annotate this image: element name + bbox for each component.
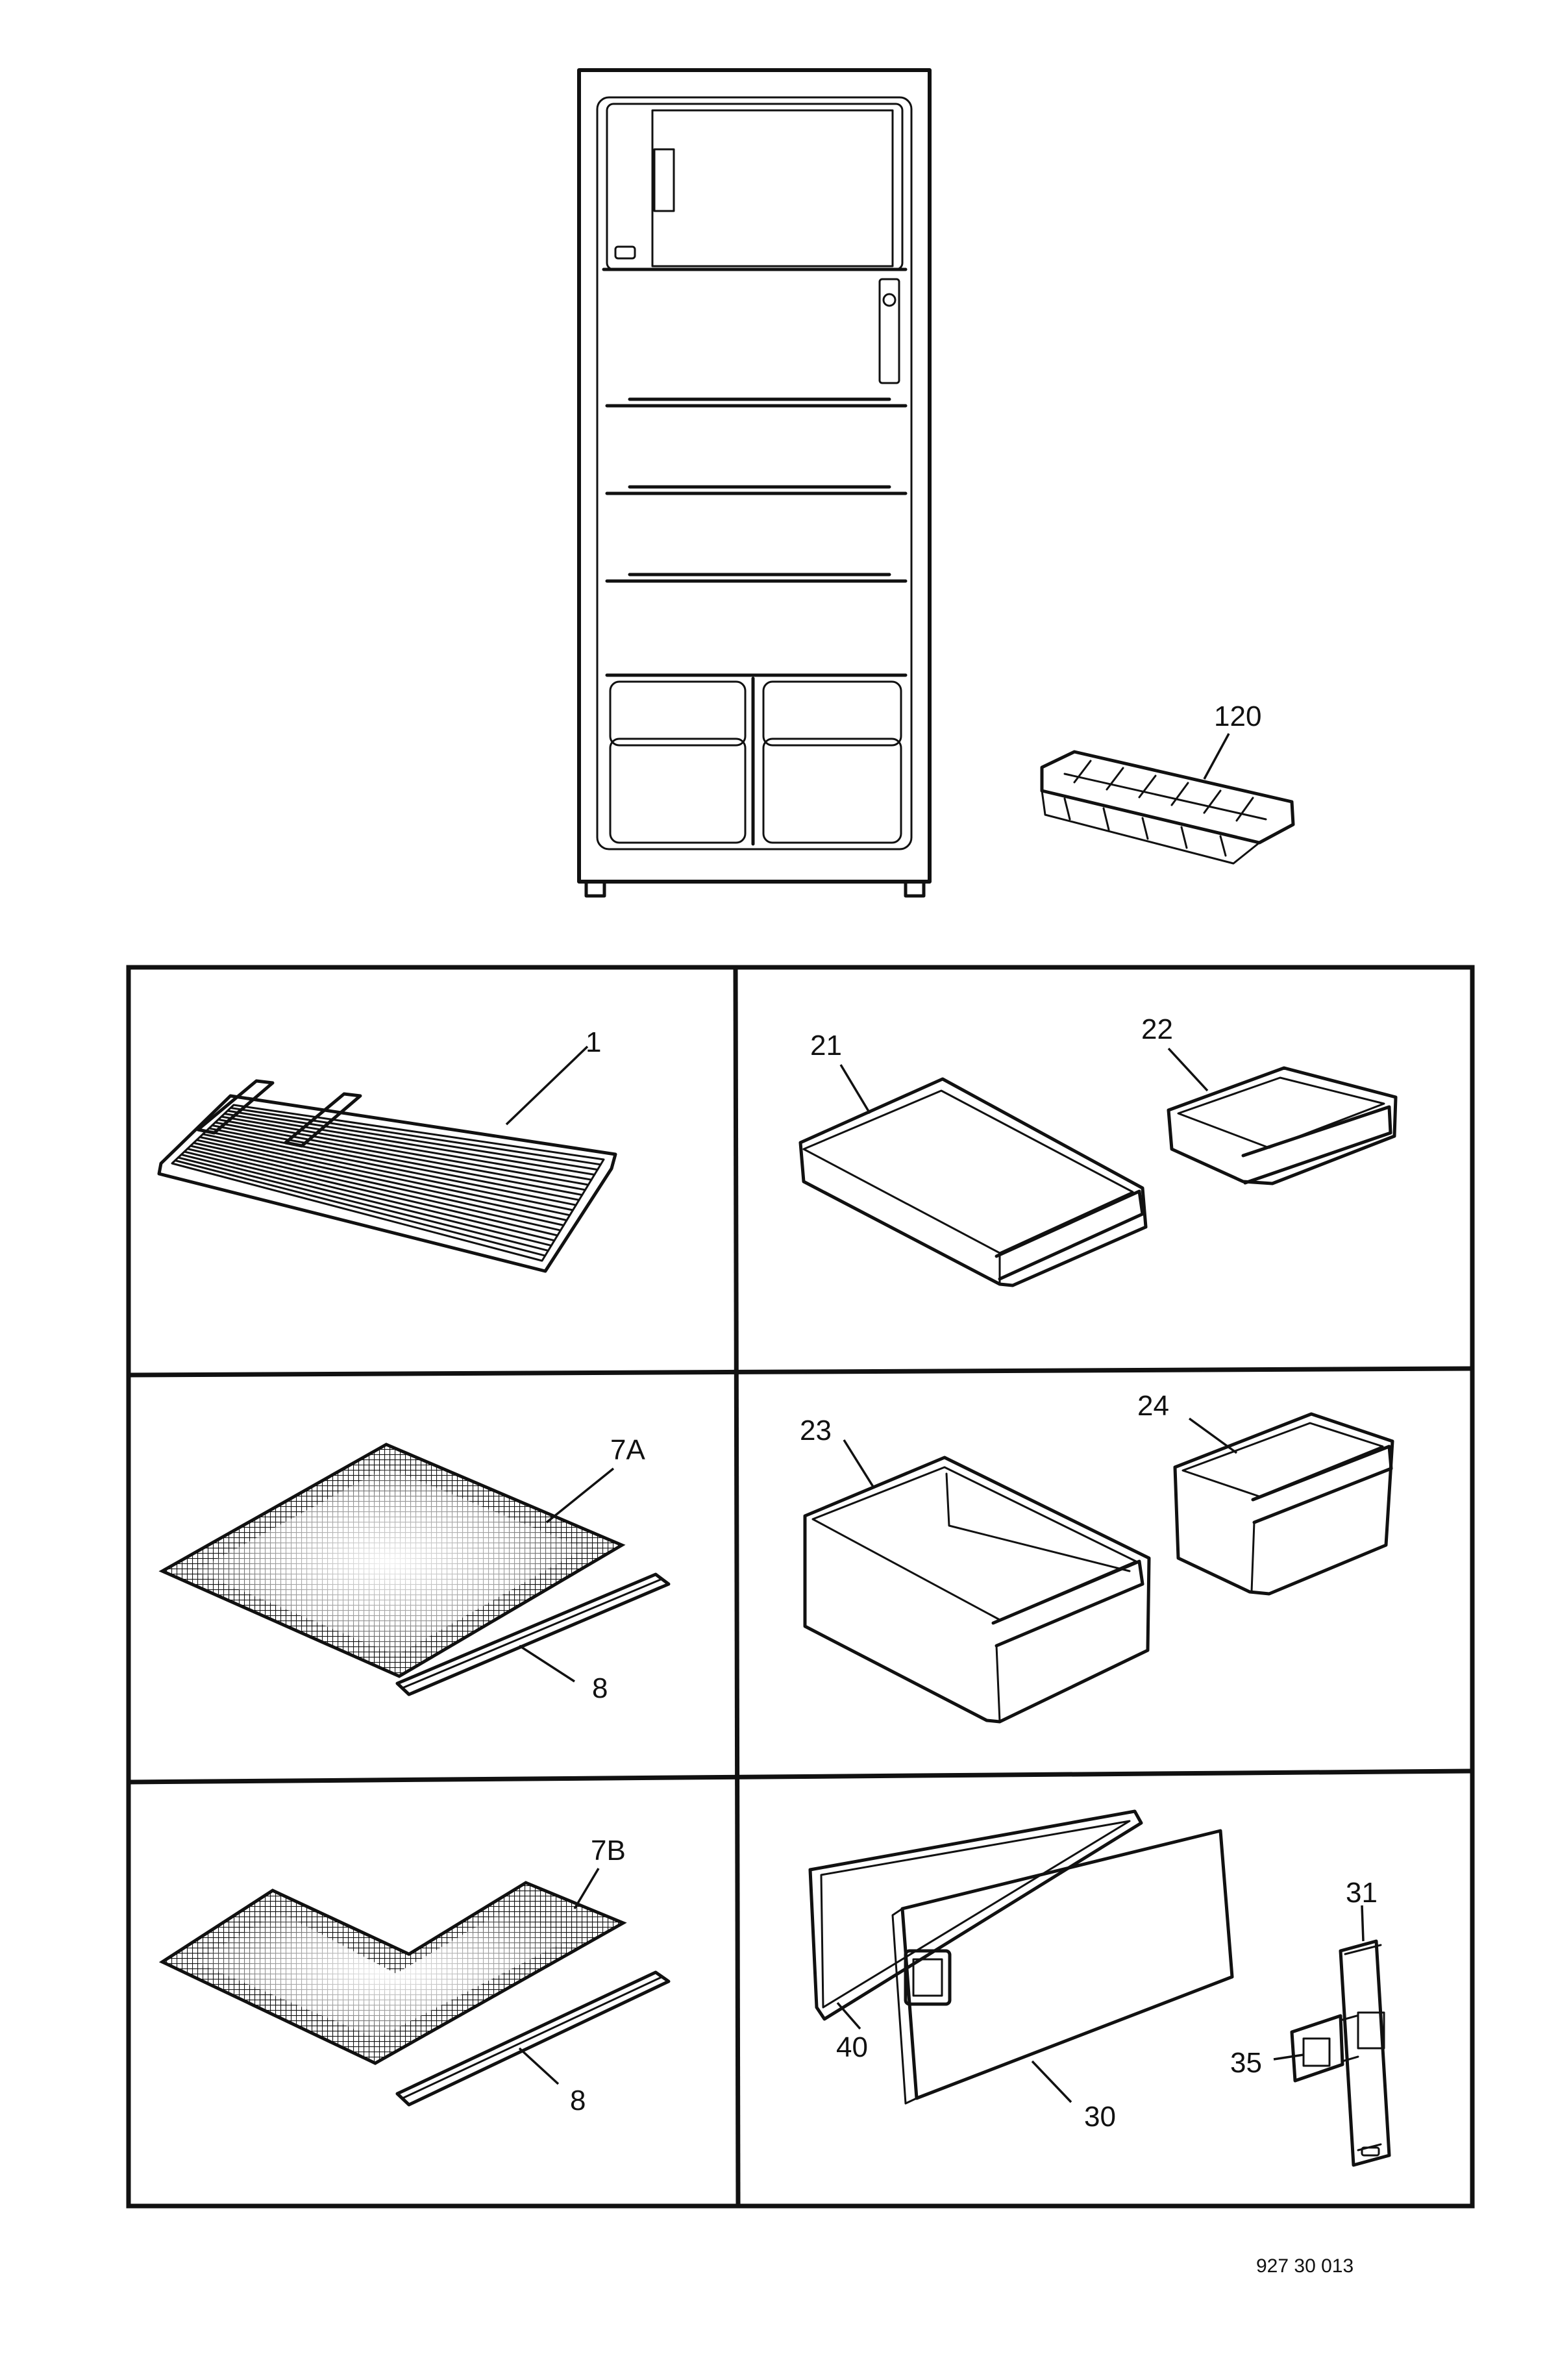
door-gasket [808,1809,1143,2021]
shelf-wire-rod [223,1113,596,1176]
ice-tray [1040,750,1295,865]
shelf-wire-rod [183,1150,556,1242]
label-8a: 8 [592,1672,608,1704]
glass-shelf-b-leader [573,1868,600,1909]
label-23: 23 [800,1415,832,1446]
drawer-small-top-leader [1167,1047,1209,1092]
label-31: 31 [1346,1877,1378,1909]
shelf-wire-rod [202,1133,574,1211]
crisper-large [803,1456,1151,1724]
label-30: 30 [1084,2101,1116,2133]
label-120: 120 [1214,700,1261,732]
drawer-small-top [1167,1066,1398,1185]
drawer-large-top-leader [839,1064,871,1114]
label-1: 1 [586,1026,601,1058]
trim-strip-b [395,1970,671,2107]
crisper-small-leader [1188,1417,1238,1454]
hinge-pin [1290,2014,1359,2083]
label-22: 22 [1141,1013,1173,1045]
hinge-pin-leader [1273,2053,1304,2061]
shelf-wire-rod [208,1127,580,1201]
label-35: 35 [1230,2047,1262,2079]
label-21: 21 [810,1030,842,1061]
refrigerator-cabinet [577,68,932,898]
label-7B: 7B [591,1835,626,1866]
parts-grid [126,965,1475,2209]
shelf-wire-rod [190,1145,562,1232]
label-8b: 8 [570,2085,586,2116]
glass-shelf-a [158,1443,626,1678]
trim-strip-a [395,1572,671,1696]
label-24: 24 [1137,1390,1169,1422]
crisper-small [1173,1412,1394,1596]
hinge-bracket [1339,1939,1391,2167]
door-panel-leader [1031,2060,1072,2103]
trim-strip-a-leader [519,1644,575,1683]
label-7A: 7A [610,1434,645,1466]
shelf-wire-rod [180,1154,552,1247]
shelf-wire-rod [227,1109,599,1171]
shelf-wire-rod [186,1148,559,1237]
shelf-wire-rod [204,1130,577,1206]
shelf-wire-rod [214,1121,586,1191]
catalog-number: 927 30 013 [1256,2255,1354,2277]
shelf-wire-rod [217,1119,589,1186]
shelf-wire-rod [195,1139,568,1222]
shelf-wire-rod [177,1156,549,1252]
label-40: 40 [836,2031,868,2063]
trim-strip-b-leader [518,2047,560,2085]
wire-shelf-leader [505,1045,589,1126]
wire-shelf [157,1079,617,1273]
door-panel [891,1829,1234,2105]
shelf-wire-rod [211,1124,584,1196]
glass-shelf-a-leader [545,1467,615,1524]
hinge-bracket-leader [1361,1905,1365,1942]
shelf-wire-rod [220,1115,593,1181]
gasket-leader [836,2002,861,2030]
drawer-large-top [798,1077,1148,1287]
shelf-wire-rod [174,1159,547,1257]
ice-tray-leader [1203,733,1230,780]
crisper-large-leader [843,1439,874,1487]
shelf-wire-rod [192,1142,565,1226]
shelf-wire-rod [229,1107,602,1166]
glass-shelf-b [158,1881,627,2065]
shelf-wire-rod [199,1136,571,1217]
